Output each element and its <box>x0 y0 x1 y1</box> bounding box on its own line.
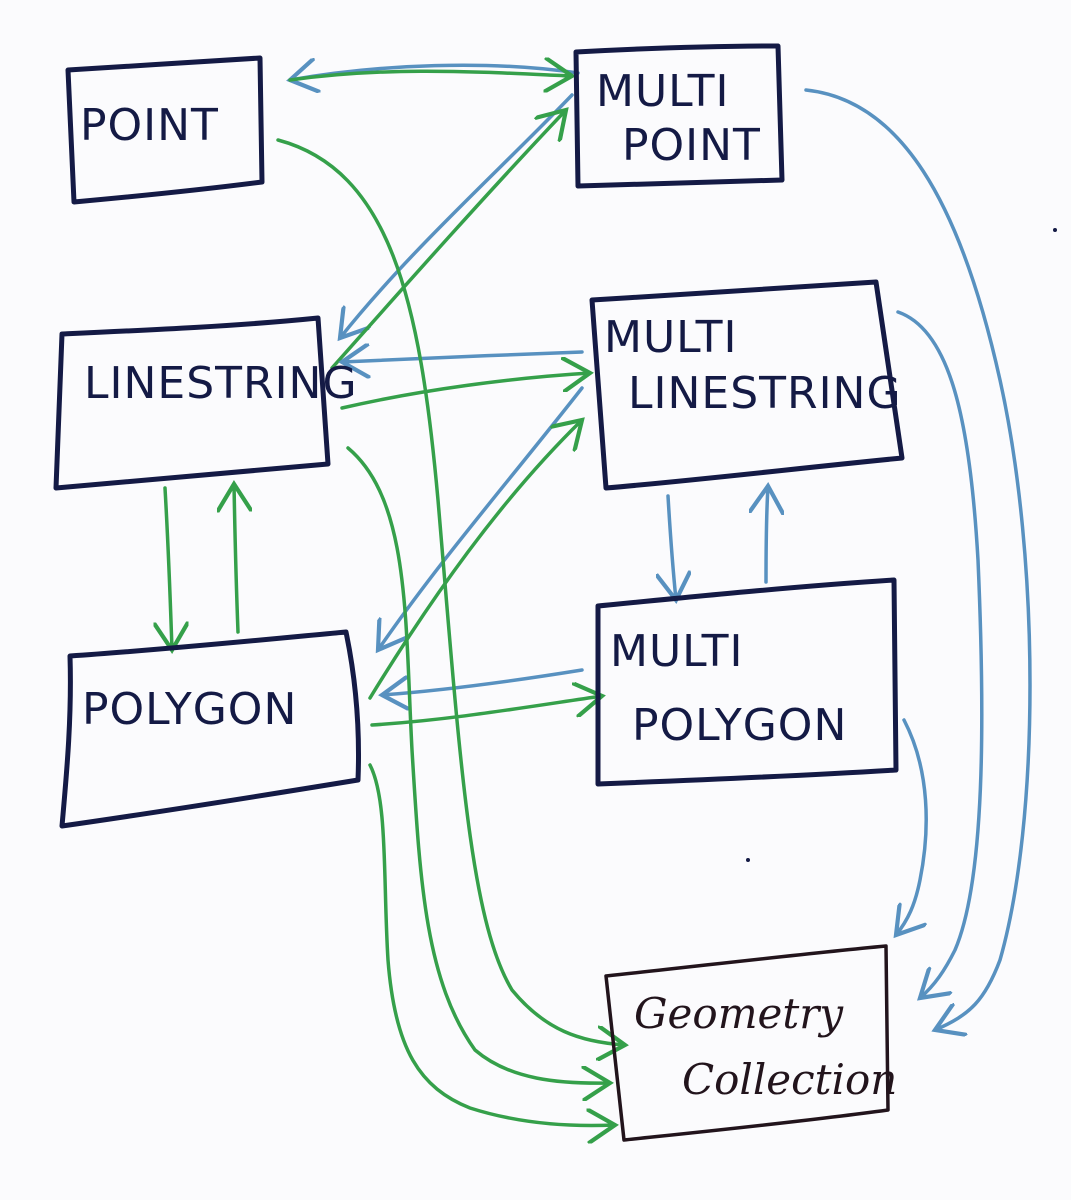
node-multipoint: MULTI POINT <box>573 43 785 189</box>
arrow-multipolygon-to-polygon <box>382 668 584 695</box>
node-geometrycollection-label-line1: Geometry <box>634 989 844 1038</box>
arrow-linestring-to-multipoint <box>330 110 566 370</box>
arrow-multilinestring-to-polygon <box>378 386 584 650</box>
arrow-linestring-to-polygon <box>165 486 172 650</box>
node-multilinestring-label-line1: MULTI <box>604 312 737 363</box>
arrow-multipoint-to-geometrycollection <box>804 88 1032 1030</box>
node-multipolygon-label-line2: POLYGON <box>632 700 847 751</box>
node-geometrycollection: Geometry Collection <box>604 944 897 1142</box>
arrow-polygon-to-geometrycollection <box>368 763 615 1126</box>
arrow-multilinestring-to-multipolygon <box>668 494 676 600</box>
node-point-label: POINT <box>80 100 219 151</box>
arrow-linestring-to-multilinestring <box>340 373 590 410</box>
arrow-multipolygon-to-multilinestring <box>766 486 768 584</box>
node-multipoint-label-line2: POINT <box>622 120 761 171</box>
node-multipolygon: MULTI POLYGON <box>595 577 899 787</box>
node-point: POINT <box>65 55 265 205</box>
arrow-multilinestring-to-geometrycollection <box>896 310 984 998</box>
arrow-point-to-multipoint <box>288 71 572 80</box>
node-multipoint-label-line1: MULTI <box>596 66 729 117</box>
arrow-polygon-to-linestring <box>234 484 238 634</box>
arrow-polygon-to-multipolygon <box>370 696 602 727</box>
node-geometrycollection-label-line2: Collection <box>682 1055 897 1104</box>
node-polygon-label: POLYGON <box>82 684 297 735</box>
node-multilinestring-label-line2: LINESTRING <box>628 368 902 419</box>
arrow-multipolygon-to-geometrycollection <box>896 718 928 935</box>
node-linestring-label: LINESTRING <box>84 358 358 409</box>
arrow-point-to-geometrycollection <box>276 138 625 1045</box>
node-multipolygon-label-line1: MULTI <box>610 626 743 677</box>
node-polygon: POLYGON <box>59 629 361 829</box>
arrow-linestring-to-geometrycollection <box>346 446 610 1083</box>
stray-dot <box>746 858 750 862</box>
stray-dot <box>1053 228 1057 232</box>
node-linestring: LINESTRING <box>53 315 358 491</box>
arrow-polygon-to-multilinestring <box>368 420 582 700</box>
arrow-multilinestring-to-linestring <box>342 352 584 362</box>
node-multilinestring: MULTI LINESTRING <box>589 279 905 491</box>
